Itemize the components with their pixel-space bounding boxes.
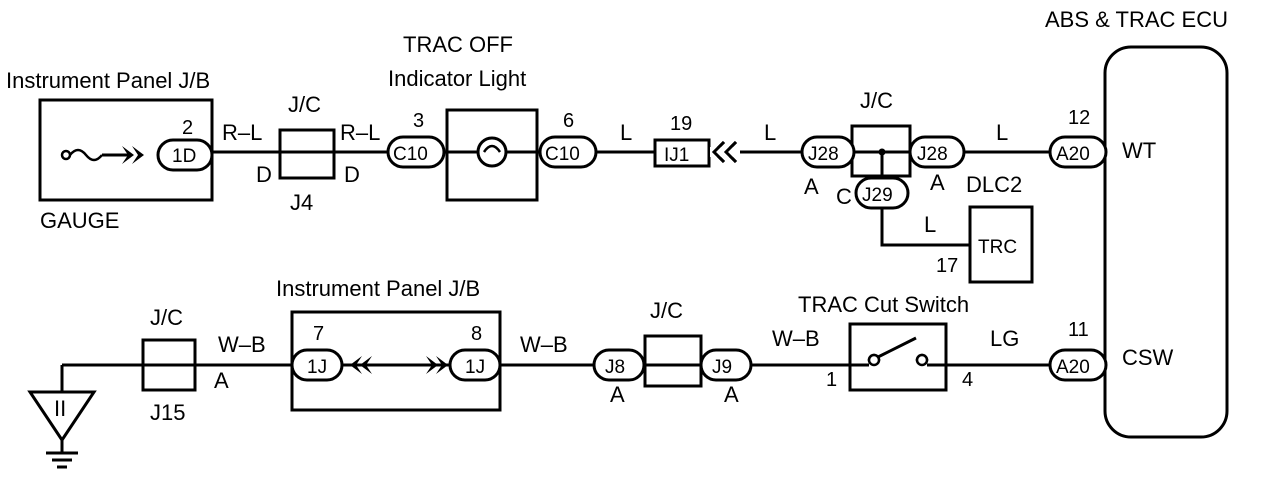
- pin-c10-left: 3: [413, 110, 424, 132]
- pin-sw-left: 1: [826, 369, 837, 391]
- wire-rl-2: R–L: [340, 120, 380, 145]
- ecu-csw-label: CSW: [1122, 345, 1174, 370]
- jc-j8-box: [643, 334, 703, 388]
- connector-c10-right-label: C10: [545, 144, 580, 165]
- bulb-filament-icon: [482, 144, 502, 153]
- connector-a20-bottom: [1048, 348, 1108, 382]
- pin-1j-left: 7: [313, 323, 324, 345]
- jc-j28-pin-left: A: [804, 174, 819, 199]
- wire-wb-1: W–B: [218, 332, 266, 357]
- switch-blade-icon: [877, 336, 917, 359]
- arrow-right-icon: [132, 146, 144, 164]
- connector-a20-top-label: A20: [1056, 144, 1090, 165]
- pin-a20-top: 12: [1068, 107, 1090, 129]
- connector-1j-right: [448, 348, 502, 382]
- jc-j15-name: J15: [150, 400, 185, 425]
- pin-sw-right: 4: [962, 369, 973, 391]
- chevron-left-icon: [711, 140, 726, 164]
- jc-j4-box: [278, 128, 336, 180]
- wire-dlc2: [880, 208, 970, 247]
- arrow-right-icon: [426, 356, 438, 374]
- gauge-label: GAUGE: [40, 208, 119, 233]
- wire-l-3: L: [996, 120, 1008, 145]
- abs-ecu-label: ABS & TRAC ECU: [1045, 7, 1228, 32]
- jc-j4-pin-right: D: [344, 162, 360, 187]
- ground-symbol-label: II: [54, 396, 66, 421]
- jc-j4-title: J/C: [288, 92, 321, 117]
- pin-1j-right: 8: [471, 323, 482, 345]
- splice-dot: [878, 148, 886, 156]
- pin-ij1: 19: [670, 113, 692, 135]
- gauge-coil-icon: [69, 148, 103, 162]
- pin-1d: 2: [182, 117, 193, 139]
- wire-rl-1: R–L: [222, 120, 262, 145]
- indicator-light-label: Indicator Light: [388, 66, 526, 91]
- connector-j28-right: [908, 135, 966, 169]
- wire-wb-2: W–B: [520, 332, 568, 357]
- trc-label: TRC: [978, 237, 1017, 258]
- jc-j9-pin: A: [724, 382, 739, 407]
- pin-a20-bottom: 11: [1068, 319, 1089, 341]
- connector-j28-left-label: J28: [808, 144, 839, 165]
- connector-ij1: [653, 138, 711, 168]
- wire-lg: LG: [990, 326, 1019, 351]
- jc-j8-pin: A: [610, 382, 625, 407]
- connector-1j-right-label: 1J: [465, 357, 485, 378]
- arrow-right-icon: [122, 146, 134, 164]
- connector-j8: [592, 348, 646, 382]
- instrument-jb-top-label: Instrument Panel J/B: [6, 68, 210, 93]
- connector-a20-top: [1048, 135, 1108, 169]
- trac-off-label: TRAC OFF: [403, 32, 513, 57]
- wire-wb-3: W–B: [772, 326, 820, 351]
- switch-contact-left: [867, 353, 881, 367]
- connector-c10-left: [386, 135, 446, 169]
- connector-1d-label: 1D: [172, 146, 196, 167]
- switch-gap: [855, 362, 941, 368]
- ground-triangle-icon: [27, 390, 97, 443]
- connector-j9: [699, 348, 753, 382]
- connector-j9-label: J9: [712, 357, 732, 378]
- connector-1d: [156, 138, 214, 172]
- wire-l-1: L: [620, 120, 632, 145]
- chevron-left-icon: [723, 140, 738, 164]
- connector-1j-left-label: 1J: [307, 357, 327, 378]
- connector-j28-right-label: J28: [917, 144, 948, 165]
- abs-trac-ecu-box: [1103, 45, 1229, 439]
- connector-j28-left: [800, 135, 856, 169]
- trac-cut-switch-box: [848, 322, 948, 392]
- jc-j4-pin-left: D: [256, 162, 272, 187]
- jc-j28-title: J/C: [860, 88, 893, 113]
- connector-c10-right: [538, 135, 598, 169]
- connector-1j-left: [290, 348, 344, 382]
- dlc2-box: [968, 205, 1034, 284]
- wire-l-2: L: [764, 120, 776, 145]
- switch-contact-right: [915, 353, 929, 367]
- pin-c10-right: 6: [563, 110, 574, 132]
- wire-l-dlc: L: [924, 212, 936, 237]
- connector-c10-left-label: C10: [393, 144, 428, 165]
- connector-ij1-label: IJ1: [664, 145, 689, 166]
- jc-j15-pin: A: [214, 368, 229, 393]
- jc-j28-pin-right: A: [930, 170, 945, 195]
- jc-j8-title: J/C: [650, 298, 683, 323]
- arrow-left-icon: [360, 356, 372, 374]
- connector-j29-label: J29: [862, 185, 893, 206]
- ecu-wt-label: WT: [1122, 138, 1156, 163]
- connector-j8-label: J8: [605, 357, 625, 378]
- bulb-icon: [476, 136, 508, 168]
- gauge-terminal-left: [60, 149, 72, 161]
- jc-j4-name: J4: [290, 190, 313, 215]
- jc-j29-pin: C: [836, 184, 852, 209]
- pin-trc: 17: [936, 255, 958, 277]
- jc-j15-title: J/C: [150, 305, 183, 330]
- instrument-jb-bottom-label: Instrument Panel J/B: [276, 276, 480, 301]
- arrow-left-icon: [350, 356, 362, 374]
- connector-a20-bottom-label: A20: [1056, 357, 1090, 378]
- trac-cut-switch-label: TRAC Cut Switch: [798, 292, 969, 317]
- dlc2-label: DLC2: [966, 172, 1022, 197]
- arrow-right-icon: [436, 356, 448, 374]
